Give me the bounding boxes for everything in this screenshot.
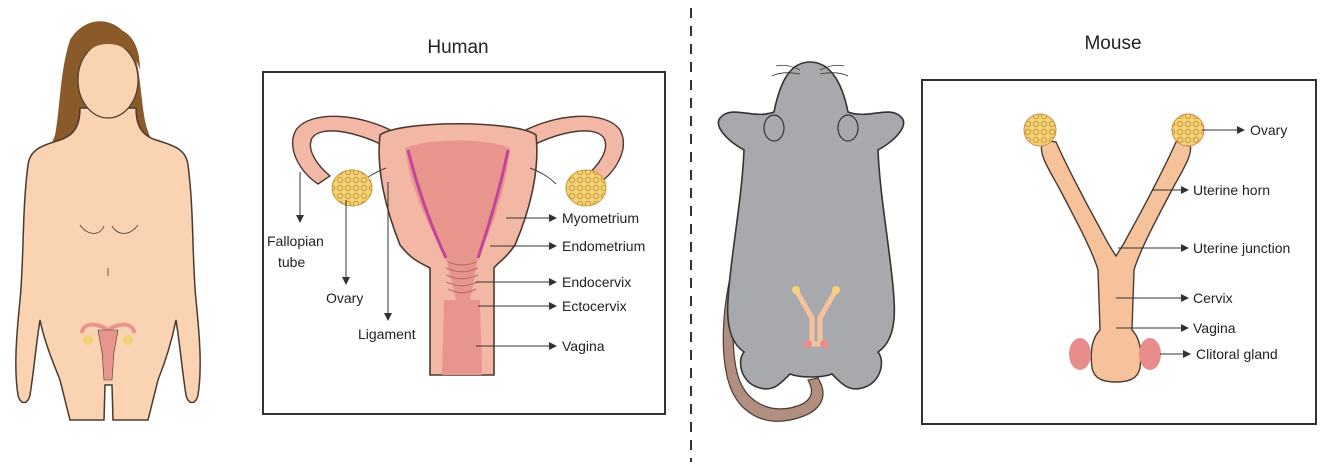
mouse-title: Mouse bbox=[1084, 33, 1141, 54]
label-myometrium: Myometrium bbox=[562, 210, 639, 226]
label-fallopian-line2: tube bbox=[278, 254, 305, 270]
human-body-illustration bbox=[16, 21, 200, 420]
label-ligament: Ligament bbox=[358, 326, 416, 342]
label-ectocervix: Ectocervix bbox=[562, 298, 627, 314]
mouse-illustration bbox=[718, 62, 903, 421]
label-cervix: Cervix bbox=[1193, 290, 1233, 306]
label-vagina-human: Vagina bbox=[562, 338, 605, 354]
head bbox=[78, 42, 138, 118]
label-uterine-junction: Uterine junction bbox=[1193, 240, 1290, 256]
label-fallopian-line1: Fallopian bbox=[267, 233, 324, 249]
label-ovary-human: Ovary bbox=[326, 290, 363, 306]
mouse-ear-left bbox=[764, 115, 784, 141]
vaginal-canal bbox=[442, 300, 482, 375]
ovary-right bbox=[566, 170, 606, 206]
label-uterine-horn: Uterine horn bbox=[1193, 182, 1270, 198]
mouse-uterus bbox=[1041, 140, 1190, 382]
mouse-ovary-left bbox=[1024, 114, 1056, 146]
clitoral-gland-left bbox=[1069, 338, 1091, 370]
label-ovary-mouse: Ovary bbox=[1250, 122, 1287, 138]
label-clitoral-gland: Clitoral gland bbox=[1196, 346, 1278, 362]
label-endometrium: Endometrium bbox=[562, 238, 645, 254]
ovary-left bbox=[332, 170, 372, 206]
label-endocervix: Endocervix bbox=[562, 274, 631, 290]
clitoral-gland-right bbox=[1139, 338, 1161, 370]
mouse-ovary-right bbox=[1172, 114, 1204, 146]
human-title: Human bbox=[427, 37, 488, 58]
mouse-ear-right bbox=[838, 115, 858, 141]
label-vagina-mouse: Vagina bbox=[1193, 320, 1236, 336]
